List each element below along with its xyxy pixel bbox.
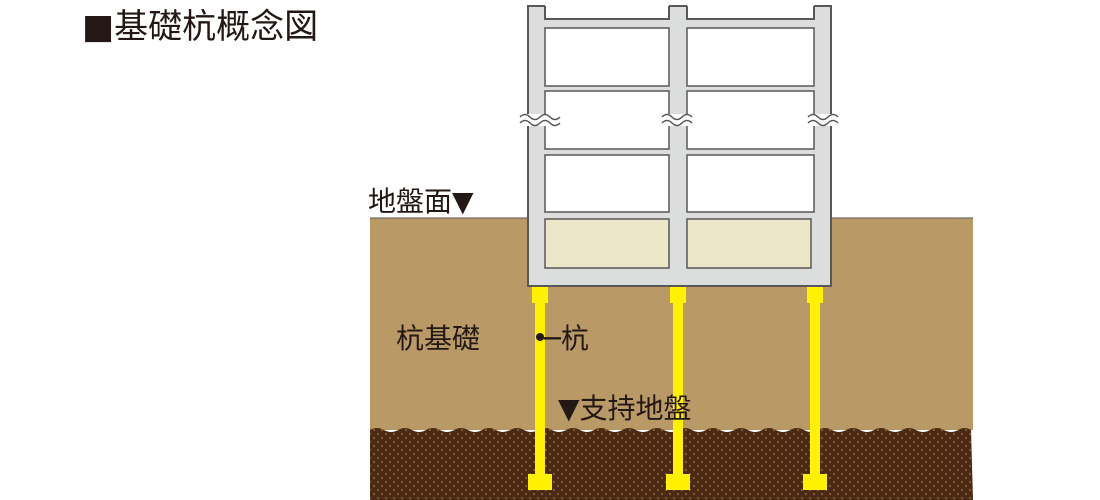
- roof-edge-right: [686, 6, 815, 20]
- pile-left: [528, 287, 552, 490]
- bearing-stratum-label: ▼支持地盤: [558, 392, 692, 425]
- pile-leader-dot: [536, 333, 544, 341]
- pile-label: ─杭: [543, 322, 589, 355]
- window-f3-left: [544, 154, 670, 213]
- roof-edge-left: [544, 6, 670, 20]
- window-f2-right: [686, 90, 815, 150]
- break-marks: [518, 113, 842, 127]
- pile-right: [803, 287, 827, 490]
- basement-right: [686, 218, 812, 269]
- pile-foundation-label: 杭基礎: [396, 322, 480, 355]
- window-f1-left: [544, 27, 670, 87]
- roof-gap-left: [545, 0, 669, 19]
- diagram-title: ■基礎杭概念図: [82, 7, 318, 47]
- basement-left: [544, 218, 670, 269]
- window-f1-right: [686, 27, 815, 87]
- ground-surface-label: 地盤面▼: [368, 185, 474, 218]
- pile-center: [666, 287, 690, 490]
- window-f2-left: [544, 90, 670, 150]
- window-f3-right: [686, 154, 815, 213]
- roof-gap-right: [687, 0, 814, 19]
